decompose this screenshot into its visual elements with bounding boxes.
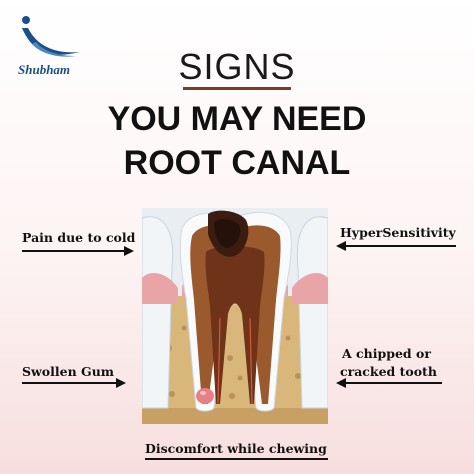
signs-title: SIGNS	[178, 46, 296, 87]
tooth-cross-section-icon	[142, 208, 328, 424]
shubham-logo	[22, 16, 80, 57]
arrowhead-right-icon	[124, 246, 134, 256]
brand-name: Shubham	[18, 62, 71, 77]
label-hypersensitivity: HyperSensitivity	[340, 225, 456, 240]
arrow-swollen-gum	[22, 382, 118, 384]
label-pain-due-to-cold: Pain due to cold	[22, 230, 136, 245]
arrow-pain-cold	[22, 250, 126, 252]
label-discomfort-while-chewing: Discomfort while chewing	[145, 441, 327, 456]
arrow-hypersensitivity	[344, 245, 456, 247]
label-chipped-line-2: cracked tooth	[340, 364, 437, 379]
arrowhead-left-icon	[336, 378, 346, 388]
arrowhead-left-icon	[336, 241, 346, 251]
headline-line-2: ROOT CANAL	[123, 144, 351, 182]
label-swollen-gum: Swollen Gum	[22, 364, 115, 379]
title-underline	[183, 87, 291, 90]
tooth-illustration	[142, 208, 328, 424]
headline-line-1: YOU MAY NEED	[107, 100, 367, 138]
arrow-chipped-tooth	[344, 382, 442, 384]
arrowhead-right-icon	[116, 378, 126, 388]
underline-discomfort	[145, 458, 328, 460]
label-chipped-line-1: A chipped or	[342, 346, 431, 361]
